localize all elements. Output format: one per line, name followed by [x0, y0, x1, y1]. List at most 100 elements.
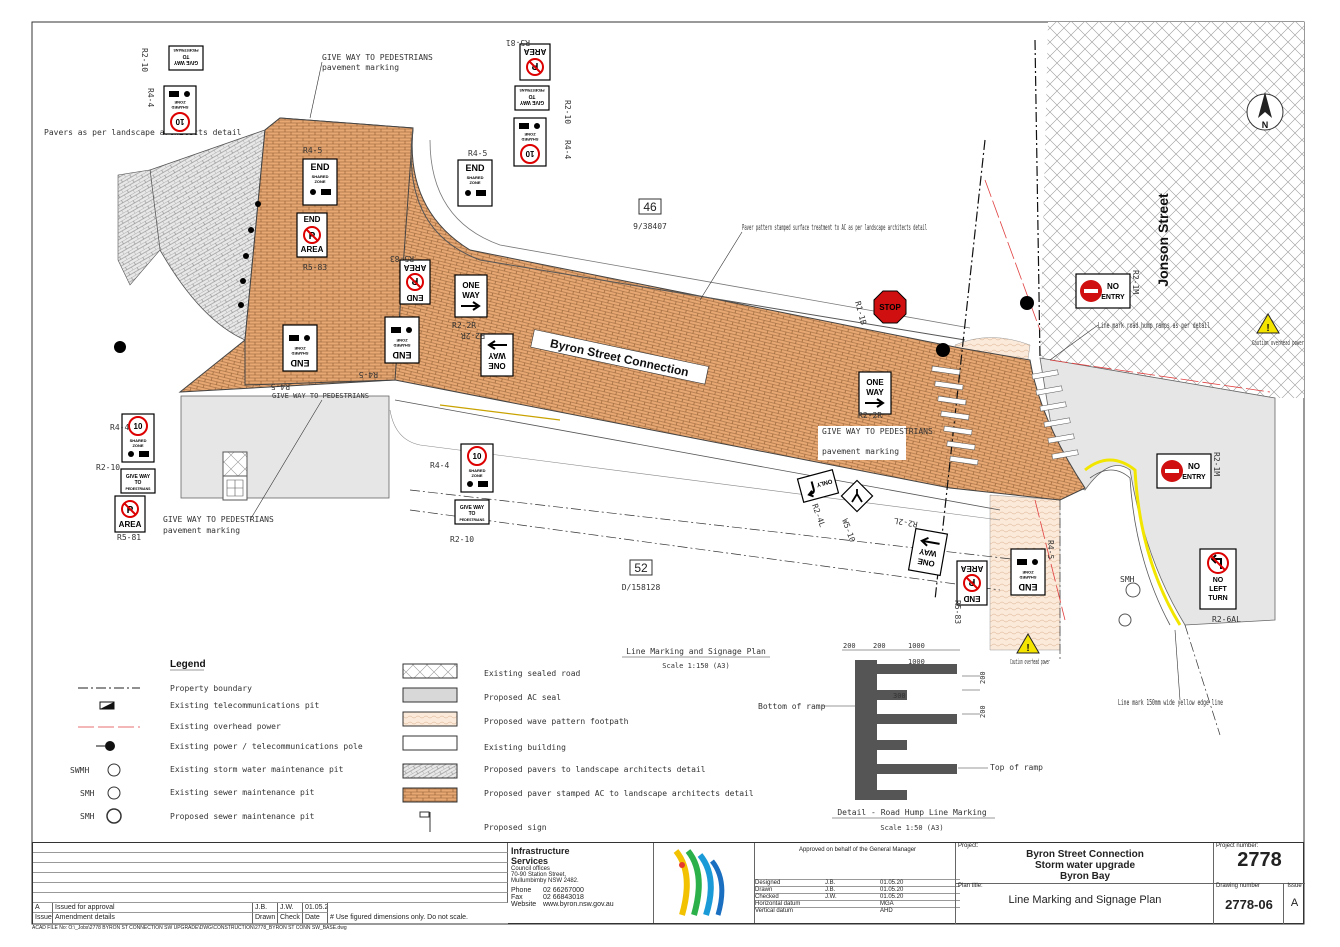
north-label: N — [1262, 120, 1269, 130]
legend-item-2: Existing building — [484, 743, 566, 752]
svg-text:ONE: ONE — [462, 281, 480, 290]
lot-46-plan: 9/38407 — [633, 222, 667, 231]
scale-note: # Use figured dimensions only. Do not sc… — [328, 913, 508, 924]
plan-title: Line Marking and Signage Plan — [626, 647, 766, 656]
svg-text:200: 200 — [843, 642, 856, 650]
svg-text:ENTRY: ENTRY — [1101, 294, 1125, 301]
file-path: ACAD FILE No: O:\_Jobs\2778 BYRON ST CON… — [32, 925, 347, 931]
svg-text:END: END — [465, 163, 485, 173]
caution-sign-2: ! Caution overhead power — [1010, 633, 1050, 666]
svg-text:R5-83: R5-83 — [390, 254, 414, 263]
caution-sign-1: ! Caution overhead power — [1252, 313, 1304, 347]
note-smh: SMH — [1120, 575, 1135, 584]
svg-text:R4-5: R4-5 — [359, 370, 378, 379]
legend-item: Property boundary — [170, 684, 252, 693]
note-giveway-mid-2: pavement marking — [822, 447, 899, 456]
svg-text:GIVE WAY: GIVE WAY — [126, 474, 151, 480]
svg-text:END: END — [1018, 582, 1038, 592]
svg-text:SHARED: SHARED — [171, 105, 188, 110]
svg-text:SHARED: SHARED — [521, 137, 538, 142]
svg-text:ZONE: ZONE — [1022, 570, 1033, 575]
svg-text:R4-4: R4-4 — [146, 88, 155, 107]
pavers-stairs — [117, 169, 161, 286]
north-arrow: N — [1246, 92, 1284, 131]
svg-text:10: 10 — [175, 117, 184, 126]
svg-text:ONE: ONE — [866, 378, 884, 387]
svg-text:R2-6AL: R2-6AL — [1212, 615, 1241, 624]
legend-item-2: Proposed paver stamped AC to landscape a… — [484, 789, 754, 798]
svg-text:!: ! — [1266, 323, 1269, 334]
svg-text:AREA: AREA — [301, 245, 324, 254]
svg-text:R5-83: R5-83 — [303, 263, 327, 272]
council-logo-mark — [673, 849, 725, 916]
sign-warning-diamond — [840, 479, 874, 513]
svg-text:NO: NO — [1188, 462, 1200, 471]
svg-text:200: 200 — [979, 671, 987, 684]
street-name: Jonson Street — [1155, 193, 1171, 287]
svg-text:!: ! — [1026, 643, 1029, 654]
note-paver-pattern: Paver pattern stamped surface treatment … — [742, 223, 927, 232]
top-of-ramp: Top of ramp — [990, 763, 1043, 772]
svg-text:GIVE WAY: GIVE WAY — [173, 59, 198, 65]
svg-text:END: END — [963, 594, 980, 603]
svg-text:END: END — [406, 293, 423, 302]
legend-item-2: Proposed sign — [484, 823, 547, 832]
svg-text:SHARED: SHARED — [291, 351, 308, 356]
svg-text:200: 200 — [873, 642, 886, 650]
lot-46-number: 46 — [643, 200, 657, 214]
note-road-hump: Line mark road hump ramps as per detail — [1098, 321, 1210, 330]
svg-text:R5-83: R5-83 — [953, 600, 962, 624]
bottom-of-ramp: Bottom of ramp — [758, 702, 826, 711]
svg-text:ONLY: ONLY — [816, 477, 833, 487]
sign-stop: STOP — [873, 290, 907, 324]
note-giveway-mid: GIVE WAY TO PEDESTRIANS — [822, 427, 933, 436]
svg-text:R5-81: R5-81 — [117, 533, 141, 542]
road-hump-detail: 200 200 1000 1000 300 200 200 Bottom of … — [758, 642, 1043, 832]
road-hump-markings-west — [931, 365, 979, 466]
svg-text:R4-4: R4-4 — [563, 140, 572, 159]
lot-52-plan: D/158128 — [622, 583, 661, 592]
smh-pit — [1125, 582, 1141, 598]
svg-text:STOP: STOP — [879, 303, 901, 312]
svg-text:R4-5: R4-5 — [468, 149, 487, 158]
svg-text:10: 10 — [473, 452, 482, 461]
project-number-box: Project number: 2778 — [1213, 843, 1305, 884]
legend-item: Existing telecommunications pit — [170, 701, 319, 710]
svg-text:R4-5: R4-5 — [1046, 540, 1055, 559]
svg-text:Caution overhead power: Caution overhead power — [1010, 658, 1050, 666]
legend-item-2: Existing sealed road — [484, 669, 581, 678]
svg-text:R2-2R: R2-2R — [461, 331, 485, 340]
svg-text:PEDESTRIANS: PEDESTRIANS — [519, 88, 545, 92]
svg-text:PEDESTRIANS: PEDESTRIANS — [173, 48, 199, 52]
power-poles — [114, 201, 1034, 357]
drawing-number-box: Drawing number 2778-06 — [1213, 883, 1284, 924]
svg-text:TO: TO — [182, 53, 189, 59]
legend-item: Proposed sewer maintenance pit — [170, 812, 315, 821]
svg-text:10: 10 — [134, 422, 143, 431]
svg-text:1000: 1000 — [908, 658, 925, 666]
svg-text:ZONE: ZONE — [174, 100, 185, 105]
svg-text:R4-5: R4-5 — [271, 382, 290, 391]
svg-text:R2-1M: R2-1M — [1131, 270, 1140, 294]
svg-text:R2-4L: R2-4L — [810, 503, 827, 529]
svg-text:R4-4: R4-4 — [110, 423, 129, 432]
svg-text:ONE: ONE — [488, 361, 506, 370]
svg-text:ZONE: ZONE — [469, 180, 480, 185]
svg-text:300: 300 — [893, 692, 906, 700]
svg-text:WAY: WAY — [918, 546, 937, 558]
